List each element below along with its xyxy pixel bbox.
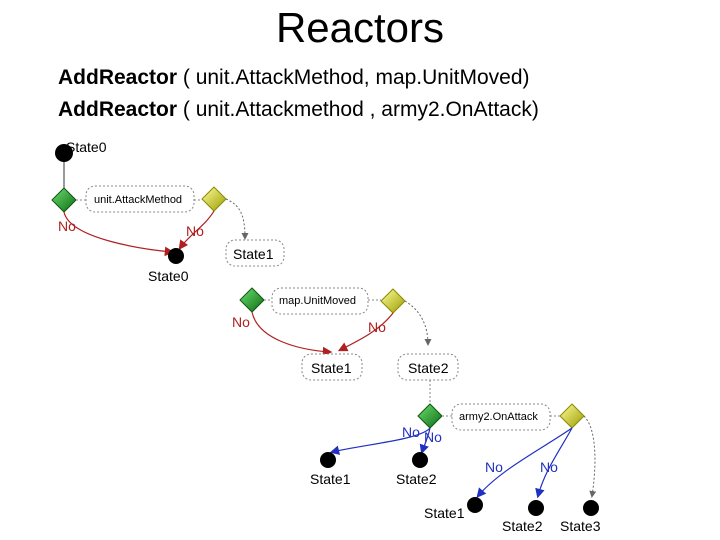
no-label: No xyxy=(540,459,558,475)
green-decision-diamond xyxy=(239,287,265,313)
state-label: State0 xyxy=(148,268,189,284)
end-state-node xyxy=(583,500,599,516)
state-label: State1 xyxy=(310,471,351,487)
transition-line xyxy=(225,198,249,240)
state-label: State1 xyxy=(424,505,465,521)
state-label: State2 xyxy=(502,518,543,534)
code-args: ( unit.AttackMethod, map.UnitMoved) xyxy=(177,66,530,89)
event-box xyxy=(271,287,369,315)
state-label: State2 xyxy=(396,471,437,487)
slide-title: Reactors xyxy=(275,4,445,51)
state-label: State3 xyxy=(560,518,601,534)
no-arrow-blue xyxy=(476,427,573,498)
yellow-decision-diamond xyxy=(559,403,585,429)
end-state-node xyxy=(412,452,428,468)
no-label: No xyxy=(368,319,386,335)
no-arrow-blue xyxy=(329,427,431,455)
initial-state-node xyxy=(55,144,73,162)
state-label: State2 xyxy=(408,360,449,376)
no-label: No xyxy=(232,314,250,330)
yellow-decision-diamond xyxy=(201,186,227,212)
event-box xyxy=(451,403,551,431)
no-label: No xyxy=(485,459,503,475)
state-label: State0 xyxy=(66,139,107,155)
transition-line xyxy=(583,415,597,498)
no-arrow-red xyxy=(63,211,175,257)
no-arrow-blue xyxy=(419,427,431,455)
end-state-node xyxy=(168,248,184,264)
no-arrow-red xyxy=(178,210,215,250)
no-label: No xyxy=(402,424,420,440)
event-box xyxy=(85,185,195,213)
transition-line xyxy=(404,300,432,346)
state-box xyxy=(397,353,459,381)
end-state-node xyxy=(467,497,483,513)
state-label: State1 xyxy=(311,360,352,376)
yellow-decision-diamond xyxy=(380,288,406,314)
diagram-2: map.UnitMoved No No State1 State2 xyxy=(232,287,459,381)
code-keyword: AddReactor xyxy=(58,98,178,121)
code-line-1: AddReactor ( unit.AttackMethod, map.Unit… xyxy=(58,66,530,90)
no-arrow-red xyxy=(337,312,394,352)
state-box xyxy=(301,353,363,381)
no-arrow-red xyxy=(251,311,333,357)
code-args: ( unit.Attackmethod , army2.OnAttack) xyxy=(177,98,539,121)
code-keyword: AddReactor xyxy=(58,66,178,89)
end-state-node xyxy=(320,452,336,468)
green-decision-diamond xyxy=(51,187,77,213)
event-label: map.UnitMoved xyxy=(279,295,356,307)
state-box xyxy=(225,239,285,267)
state-label: State1 xyxy=(233,246,274,262)
code-line-2: AddReactor ( unit.Attackmethod , army2.O… xyxy=(58,98,539,122)
no-label: No xyxy=(424,429,442,445)
event-label: army2.OnAttack xyxy=(459,411,538,423)
diagram-1: State0 unit.AttackMethod No No State1 St… xyxy=(51,139,285,284)
no-label: No xyxy=(186,223,204,239)
green-decision-diamond xyxy=(417,403,443,429)
no-label: No xyxy=(58,218,76,234)
diagram-3: army2.OnAttack No No State1 State2 No No… xyxy=(310,380,601,534)
end-state-node xyxy=(528,500,544,516)
event-label: unit.AttackMethod xyxy=(94,194,182,206)
no-arrow-blue xyxy=(535,427,573,499)
